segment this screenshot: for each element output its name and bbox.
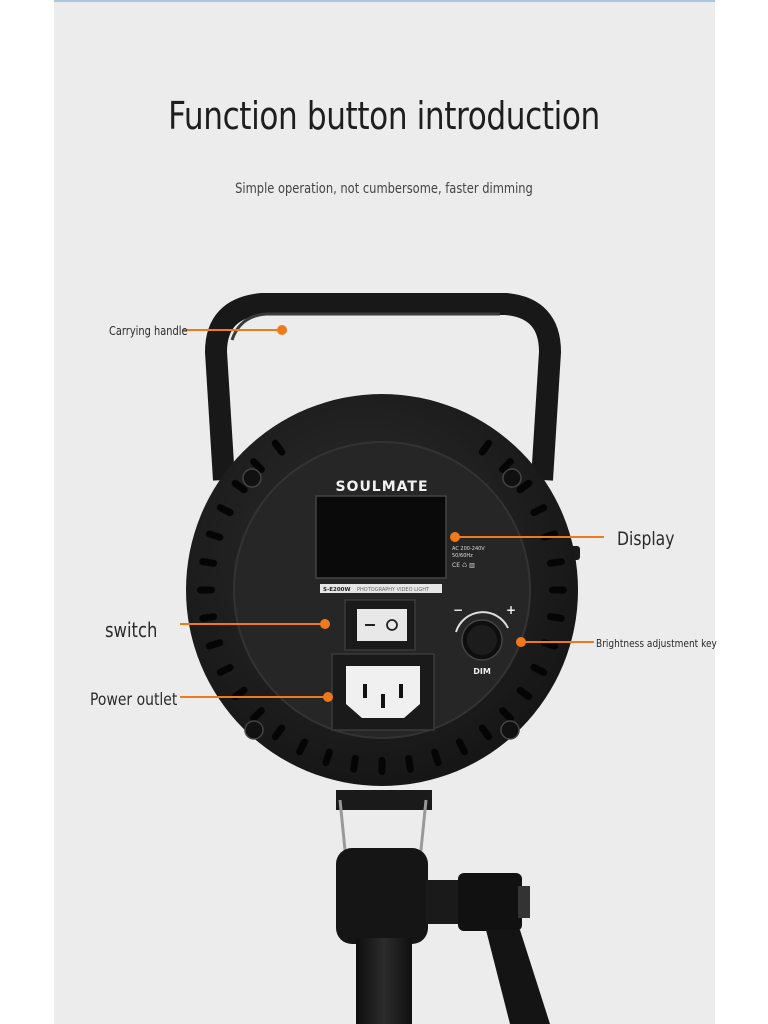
vent-slot — [296, 738, 309, 756]
brand-logo: SOULMATE — [335, 479, 428, 495]
spec-frequency: 50/60Hz — [452, 553, 473, 559]
model-number: S-E200W — [323, 587, 351, 593]
spec-voltage: AC 200-240V — [452, 546, 485, 552]
vent-slot — [516, 479, 533, 494]
page-subtitle: Simple operation, not cumbersome, faster… — [235, 181, 533, 197]
certification-marks-icon: CE ♺ ▥ — [452, 562, 475, 569]
page-title: Function button introduction — [168, 94, 600, 138]
vent-slot — [378, 757, 386, 775]
vent-slot — [205, 639, 224, 650]
vent-slot — [530, 504, 548, 517]
vent-slot — [540, 530, 559, 541]
vent-slot — [322, 748, 333, 767]
plus-icon: + — [506, 603, 516, 617]
vent-slot — [546, 613, 565, 622]
callout-brightness: Brightness adjustment key — [596, 637, 717, 650]
vent-slot — [197, 586, 215, 594]
display-screen — [315, 495, 447, 579]
vent-slot — [205, 530, 224, 541]
vent-slot — [216, 504, 234, 517]
callout-switch: switch — [105, 618, 158, 642]
vent-slot — [216, 663, 234, 676]
power-outlet[interactable] — [331, 653, 435, 731]
vent-slot — [199, 558, 218, 567]
vent-slot — [271, 439, 286, 456]
callout-power-outlet: Power outlet — [90, 690, 178, 710]
callout-display: Display — [617, 528, 675, 550]
vent-slot — [549, 586, 567, 594]
vent-slot — [431, 748, 442, 767]
model-description: PHOTOGRAPHY VIDEO LIGHT — [357, 587, 430, 593]
model-plate — [320, 584, 442, 593]
vent-slot — [271, 724, 286, 741]
brightness-knob[interactable] — [455, 611, 509, 661]
power-switch[interactable] — [344, 599, 416, 651]
vent-slot — [478, 724, 493, 741]
vent-slot — [478, 439, 493, 456]
carrying-handle[interactable] — [205, 293, 561, 481]
callout-carrying-handle: Carrying handle — [109, 324, 188, 338]
stand-mount — [336, 790, 550, 1024]
vent-slot — [499, 707, 514, 722]
vent-slot — [455, 738, 468, 756]
dim-label: DIM — [473, 667, 491, 676]
vent-slot — [405, 754, 414, 773]
vent-slot — [231, 479, 248, 494]
vent-slot — [530, 663, 548, 676]
vent-slot — [350, 754, 359, 773]
vent-slot — [516, 686, 533, 701]
vent-slot — [199, 613, 218, 622]
minus-icon: − — [453, 603, 463, 617]
vent-slot — [250, 707, 265, 722]
vent-slot — [250, 458, 265, 473]
vent-slot — [546, 558, 565, 567]
callout-lines — [180, 325, 604, 702]
vent-slot — [499, 458, 514, 473]
